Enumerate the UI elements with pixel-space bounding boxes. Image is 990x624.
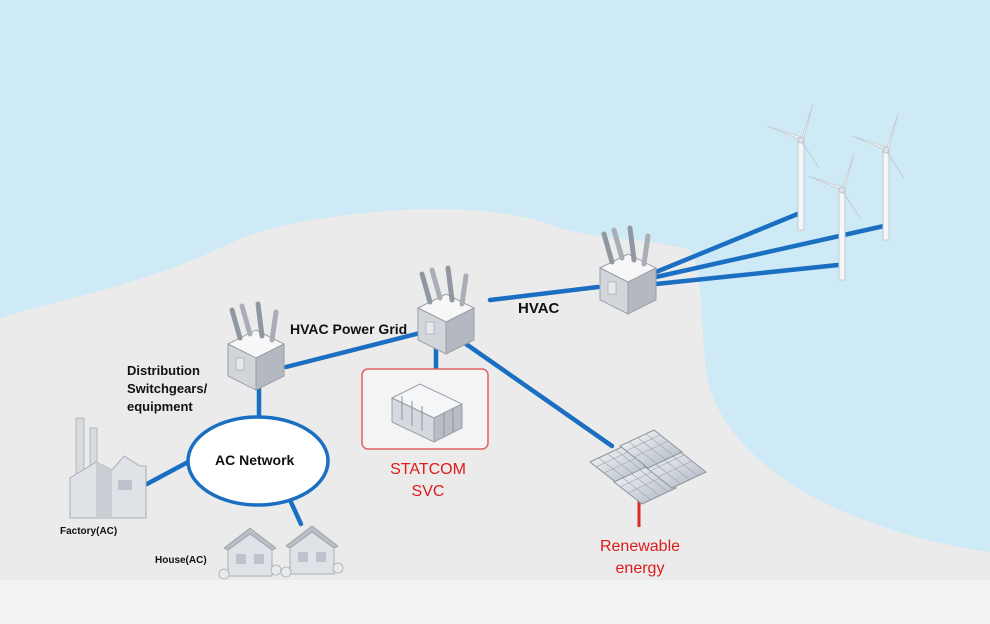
solar-panel-icon: [589, 429, 707, 527]
line-hvac: [487, 284, 601, 303]
line-turbine-2: [653, 223, 887, 280]
house-label: House(AC): [155, 555, 207, 566]
renewable-label-line-2: energy: [615, 560, 665, 577]
line-to-factory: [144, 459, 191, 487]
renewable-energy-label: Renewable energy: [590, 536, 690, 580]
distribution-label: Distribution Switchgears/ equipment: [127, 362, 207, 416]
wind-turbine-icon: [807, 153, 861, 281]
transmission-lines: [144, 210, 887, 527]
renewable-label-line-1: Renewable: [599, 538, 681, 555]
ac-network-ellipse: [186, 415, 330, 507]
wind-turbine-icon: [851, 113, 905, 241]
ac-network-label: AC Network: [215, 452, 295, 468]
land-mass: [0, 209, 990, 624]
distribution-label-line-3: equipment: [127, 399, 193, 414]
line-turbine-1: [653, 210, 803, 275]
foreground-strip: [0, 580, 990, 624]
line-turbine-3: [653, 262, 841, 287]
hvac-power-grid-label: HVAC Power Grid: [290, 321, 408, 337]
statcom-label: STATCOM SVC: [384, 459, 472, 503]
distribution-label-line-2: Switchgears/: [127, 381, 208, 396]
wind-turbine-icon: [766, 103, 820, 231]
statcom-label-line-1: STATCOM: [390, 461, 466, 478]
line-grid-to-substation: [283, 330, 423, 370]
statcom-cabinet-icon: [390, 383, 464, 443]
line-to-solar: [463, 341, 615, 449]
line-to-houses: [287, 497, 304, 527]
factory-label: Factory(AC): [60, 526, 118, 537]
factory-icon: [69, 417, 147, 519]
distribution-label-line-1: Distribution: [127, 363, 200, 378]
hvac-label: HVAC: [518, 300, 560, 317]
statcom-label-line-2: SVC: [411, 483, 445, 500]
